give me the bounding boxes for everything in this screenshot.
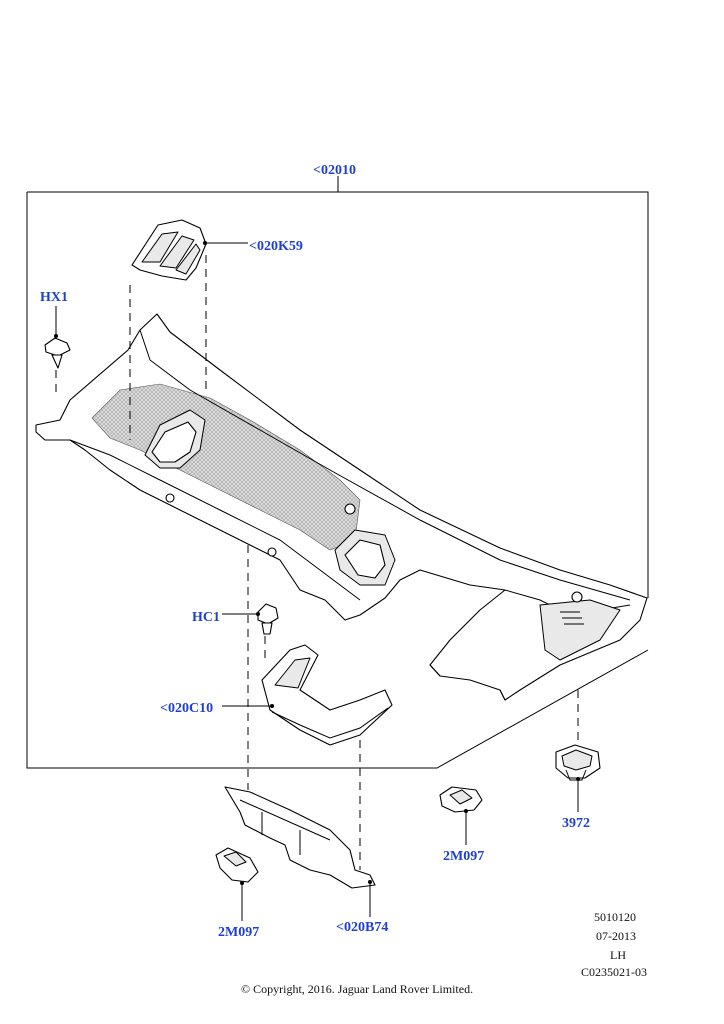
assembly-label[interactable]: <02010	[313, 163, 356, 178]
cover-leader-dot	[203, 241, 207, 245]
grommet-label[interactable]: 3972	[562, 816, 590, 831]
cover-part[interactable]	[131, 219, 207, 281]
drawing-date: 07-2013	[596, 929, 636, 943]
duct-part[interactable]	[261, 644, 393, 746]
cover-label[interactable]: <020K59	[249, 239, 303, 254]
grommet-part[interactable]	[555, 744, 601, 781]
drive-side: LH	[610, 948, 626, 962]
duct-label[interactable]: <020C10	[160, 701, 213, 716]
hx1-clip[interactable]	[44, 334, 71, 369]
clip-mid-label[interactable]: 2M097	[443, 849, 484, 864]
clip-left-label[interactable]: 2M097	[218, 925, 259, 940]
clip-left-part[interactable]	[215, 847, 259, 885]
hc1-clip[interactable]	[256, 603, 279, 635]
bracket-label[interactable]: <020B74	[336, 920, 388, 935]
cowl-panel[interactable]	[35, 313, 648, 701]
clip-mid-part[interactable]	[439, 786, 483, 813]
illustration-code: C0235021-03	[581, 965, 647, 979]
copyright-text: © Copyright, 2016. Jaguar Land Rover Lim…	[241, 982, 473, 996]
hx1-label[interactable]: HX1	[40, 290, 68, 305]
hc1-label[interactable]: HC1	[192, 610, 220, 625]
assembly-boundary	[26, 176, 649, 769]
bracket-part[interactable]	[224, 786, 376, 889]
drawing-code: 5010120	[594, 910, 636, 924]
